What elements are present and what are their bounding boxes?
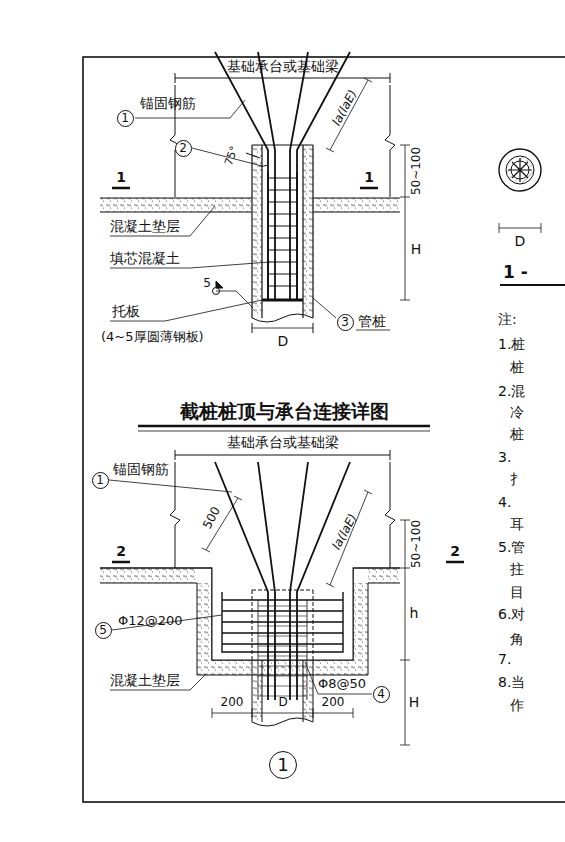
drawing-label: D bbox=[278, 334, 289, 349]
callout-number: 1 bbox=[277, 756, 288, 774]
drawing-label: Φ12@200 bbox=[118, 614, 183, 628]
drawing-label: D bbox=[278, 696, 287, 709]
callout-number: 1 bbox=[121, 112, 129, 124]
drawing-label: 桩 bbox=[510, 360, 524, 375]
drawing-label: 1 bbox=[116, 170, 126, 185]
drawing-label: 3. bbox=[498, 450, 511, 465]
section-1-1 bbox=[499, 149, 565, 285]
callout-number: 4 bbox=[377, 688, 385, 700]
drawing-label: 75° bbox=[223, 145, 241, 167]
drawing-label: 2.混 bbox=[498, 384, 525, 399]
drawing-label: H bbox=[409, 695, 420, 710]
drawing-label: 200 bbox=[221, 696, 244, 709]
drawing-label: 注: bbox=[498, 312, 517, 327]
drawing-label: 50~100 bbox=[410, 147, 423, 195]
detail-title: 截桩桩顶与承台连接详图 bbox=[180, 401, 389, 422]
drawing-label: 6.对 bbox=[498, 607, 525, 622]
drawing-label: 基础承台或基础梁 bbox=[227, 59, 339, 74]
drawing-label: 1 - bbox=[503, 263, 528, 282]
drawing-label: 桩 bbox=[510, 427, 524, 442]
frame bbox=[83, 57, 565, 802]
drawing-label: 1 bbox=[364, 170, 374, 185]
callout-circle: 3 bbox=[337, 314, 354, 331]
drawing-label: 冷 bbox=[510, 405, 524, 420]
drawing-label: 1.桩 bbox=[498, 337, 525, 352]
drawing-label: 锚固钢筋 bbox=[113, 462, 169, 477]
drawing-label: 4. bbox=[498, 495, 511, 510]
callout-circle: 5 bbox=[95, 622, 112, 639]
drawing-label: (4~5厚圆薄钢板) bbox=[101, 330, 204, 344]
callout-number: 3 bbox=[341, 316, 349, 328]
drawing-label: 锚固钢筋 bbox=[140, 96, 196, 111]
callout-circle: 1 bbox=[117, 110, 134, 127]
callout-circle: 1 bbox=[92, 472, 109, 489]
drawing-label: 混凝土垫层 bbox=[110, 219, 180, 234]
drawing-label: 2 bbox=[450, 544, 460, 559]
drawing-label: 托板 bbox=[112, 304, 140, 319]
callout-circle: 1 bbox=[269, 751, 297, 779]
drawing-label: 作 bbox=[510, 698, 524, 713]
drawing-label: 5 bbox=[203, 277, 211, 290]
drawing-label: 8.当 bbox=[498, 675, 525, 690]
drawing-label: 填芯混凝土 bbox=[110, 251, 180, 266]
drawing-label: 混凝土垫层 bbox=[110, 673, 180, 688]
drawing-label: 基础承台或基础梁 bbox=[227, 435, 339, 450]
drawing-label: 拄 bbox=[510, 562, 524, 577]
drawing-label: 2 bbox=[116, 544, 126, 559]
drawing-label: D bbox=[515, 234, 526, 249]
callout-number: 2 bbox=[179, 142, 187, 154]
drawing-label: 7. bbox=[498, 652, 511, 667]
top-detail bbox=[100, 52, 410, 333]
callout-number: 1 bbox=[96, 474, 104, 486]
drawing-label: Φ8@50 bbox=[318, 677, 366, 691]
drawing-label: 耳 bbox=[510, 517, 524, 532]
drawing-label: la(laE) bbox=[330, 512, 360, 552]
drawing-label: 角 bbox=[510, 632, 524, 647]
drawing-label: la(laE) bbox=[330, 88, 360, 128]
drawing-label: 50~100 bbox=[410, 520, 423, 568]
drawing-label: h bbox=[410, 606, 419, 621]
callout-circle: 4 bbox=[373, 686, 390, 703]
callout-circle: 2 bbox=[175, 140, 192, 157]
drawing-label: H bbox=[411, 242, 422, 257]
drawing-label: 200 bbox=[322, 696, 345, 709]
drawing-label: 扌 bbox=[510, 472, 524, 487]
drawing-label: 管桩 bbox=[358, 314, 386, 329]
callout-number: 5 bbox=[99, 624, 107, 636]
drawing-label: 5.管 bbox=[498, 540, 525, 555]
bottom-detail bbox=[100, 450, 464, 745]
drawing-label: 目 bbox=[510, 585, 524, 600]
